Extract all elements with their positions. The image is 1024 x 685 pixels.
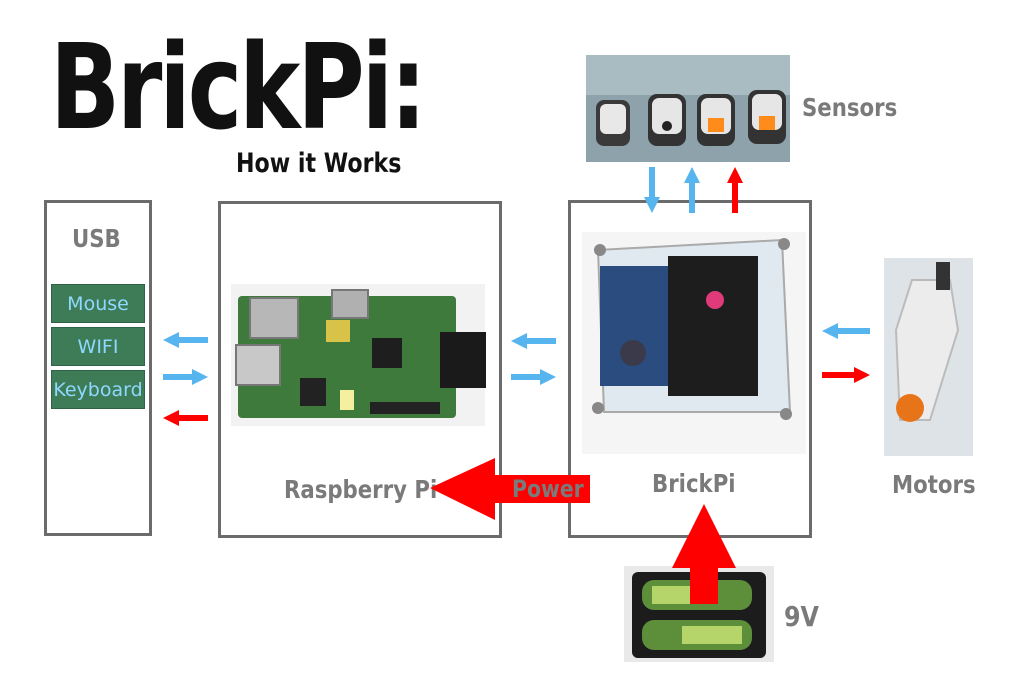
light-sensor-icon xyxy=(697,94,735,146)
power-arrow-icon xyxy=(430,458,590,520)
touch-sensor-icon xyxy=(596,100,630,146)
data-arrow-up-icon xyxy=(684,167,700,213)
data-arrow-left-icon xyxy=(163,332,208,348)
output-arrow-right-icon xyxy=(822,367,870,383)
sound-sensor-icon xyxy=(648,94,686,146)
data-arrow-left-icon xyxy=(822,323,870,339)
power-label: Power xyxy=(512,475,584,503)
battery-power-arrow-icon xyxy=(672,504,736,604)
brickpi-label: BrickPi xyxy=(652,469,736,498)
usb-item-keyboard: Keyboard xyxy=(51,370,145,409)
motor-photo xyxy=(884,258,973,456)
data-arrow-right-icon xyxy=(511,369,556,385)
usb-item-mouse: Mouse xyxy=(51,284,145,323)
motors-label: Motors xyxy=(892,470,976,499)
diagram-title: BrickPi: xyxy=(50,18,427,156)
data-arrow-down-icon xyxy=(644,167,660,213)
usb-box xyxy=(44,200,152,536)
output-arrow-left-icon xyxy=(163,410,208,426)
output-arrow-up-icon xyxy=(727,167,743,213)
raspberry-pi-label: Raspberry Pi xyxy=(284,475,438,504)
data-arrow-right-icon xyxy=(163,369,208,385)
usb-label: USB xyxy=(72,224,121,253)
sensors-label: Sensors xyxy=(802,93,898,122)
raspberry-pi-photo xyxy=(231,284,486,426)
sensors-photo xyxy=(586,55,790,162)
data-arrow-left-icon xyxy=(511,333,556,349)
brickpi-photo xyxy=(582,232,806,454)
diagram-subtitle: How it Works xyxy=(236,148,402,179)
battery-label: 9V xyxy=(784,600,819,633)
ultrasonic-sensor-icon xyxy=(748,90,786,144)
usb-item-wifi: WIFI xyxy=(51,327,145,366)
